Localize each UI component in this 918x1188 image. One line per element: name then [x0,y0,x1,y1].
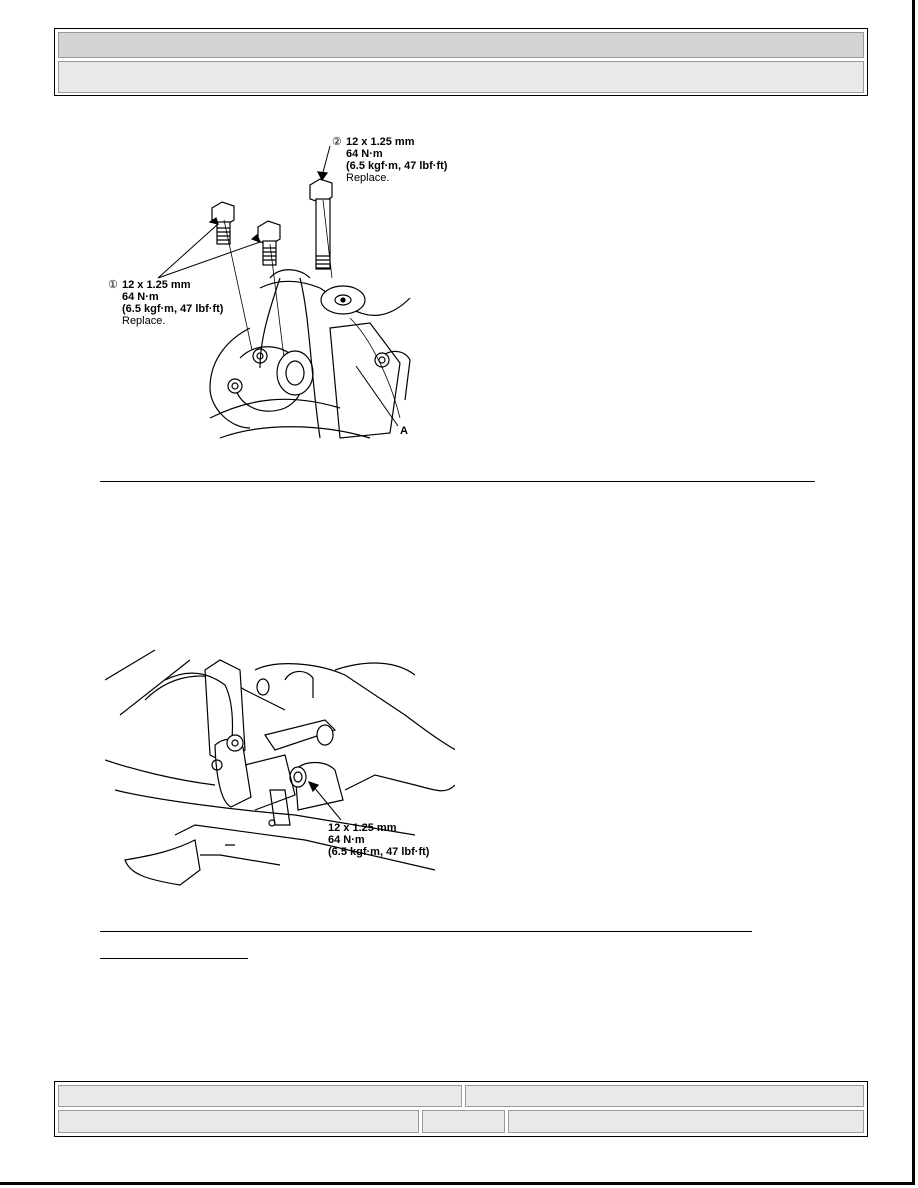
header-title-bar [58,32,864,58]
divider-rule-2 [100,931,752,932]
callout-2-size: 12 x 1.25 mm [346,136,415,148]
callout-torque: 64 N·m [328,834,365,846]
mount-bracket-illustration [209,269,411,439]
callout-size: 12 x 1.25 mm [328,822,397,834]
page-footer [54,1081,868,1137]
footer-cell-bottom-left [58,1110,419,1133]
transmission-mount-illustration [105,649,455,886]
footer-cell-bottom-right [508,1110,864,1133]
divider-rule-3 [100,958,248,959]
callout-1-torque: 64 N·m [122,291,159,303]
footer-cell-right [465,1085,864,1107]
bolt-1-illustration [211,178,333,270]
callout-2-torque: 64 N·m [346,148,383,160]
callout-torque-alt: (6.5 kgf·m, 47 lbf·ft) [328,846,430,858]
callout-2-note: Replace. [346,172,389,184]
divider-rule-1 [100,481,815,482]
callout-1-note: Replace. [122,315,165,327]
footer-cell-bottom-middle [422,1110,505,1133]
callout-1-torque-alt: (6.5 kgf·m, 47 lbf·ft) [122,303,224,315]
footer-cell-left [58,1085,462,1107]
figure-mount-bolts: ① 12 x 1.25 mm 64 N·m (6.5 kgf·m, 47 lbf… [100,128,480,448]
page-header [54,28,868,96]
label-a: A [400,425,408,437]
figure-transmission-mount: 12 x 1.25 mm 64 N·m (6.5 kgf·m, 47 lbf·f… [105,640,455,900]
callout-1-marker: ① [108,279,118,291]
callout-2-torque-alt: (6.5 kgf·m, 47 lbf·ft) [346,160,448,172]
header-subtitle-bar [58,61,864,93]
callout-2-marker: ② [332,136,342,148]
callout-1-size: 12 x 1.25 mm [122,279,191,291]
